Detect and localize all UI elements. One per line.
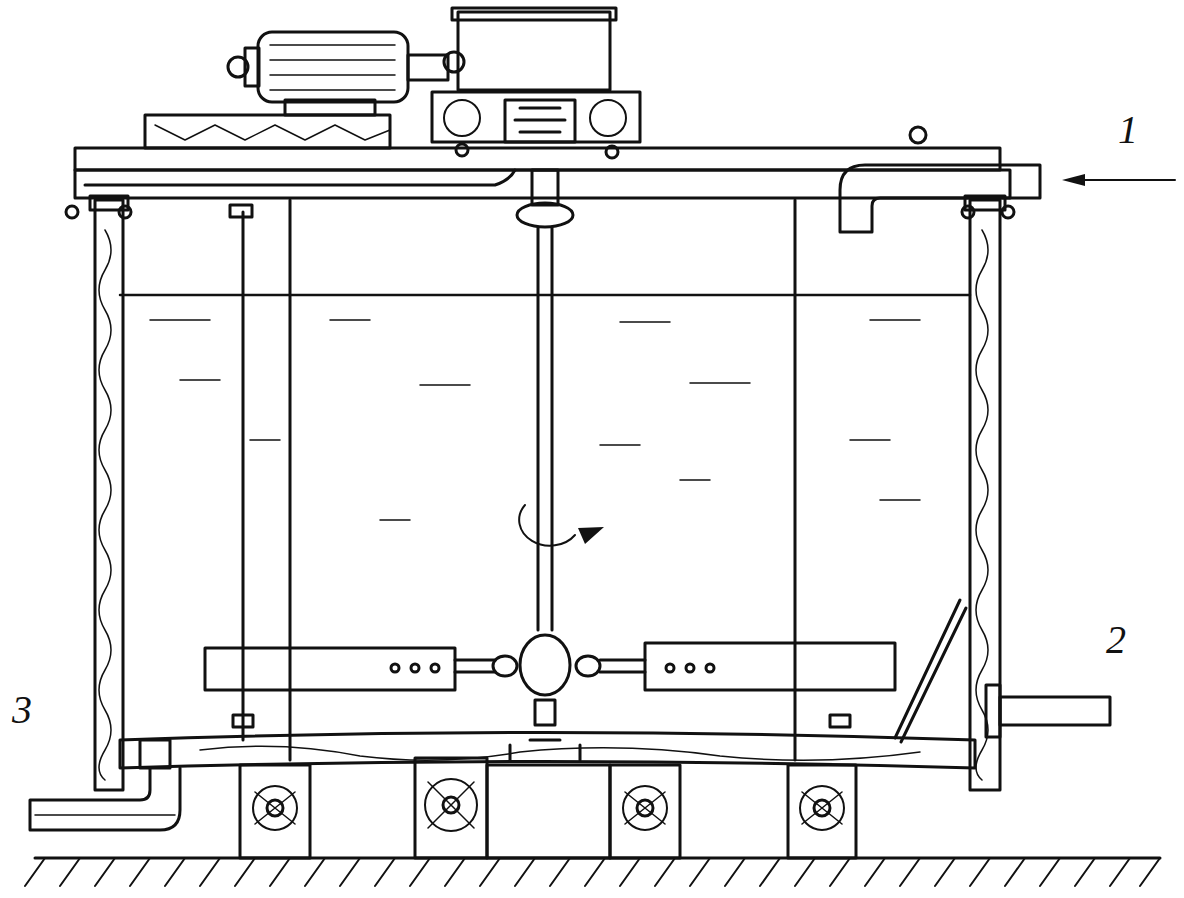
baffle-rods — [230, 200, 966, 760]
liquid-surface — [120, 295, 970, 520]
motor-and-gearbox — [145, 8, 640, 158]
agitator — [205, 170, 895, 760]
callout-number: 2 — [1106, 620, 1126, 660]
ground-hatch — [25, 858, 1160, 886]
support-blocks — [240, 758, 856, 858]
inlet-pipe — [840, 165, 1175, 232]
outlet-pipe — [986, 685, 1110, 737]
callout-number: 3 — [12, 690, 32, 730]
drain-pipe — [30, 768, 180, 830]
callout-number: 1 — [1118, 110, 1138, 150]
tank-bottom — [120, 733, 975, 769]
tank-walls — [90, 196, 1005, 790]
